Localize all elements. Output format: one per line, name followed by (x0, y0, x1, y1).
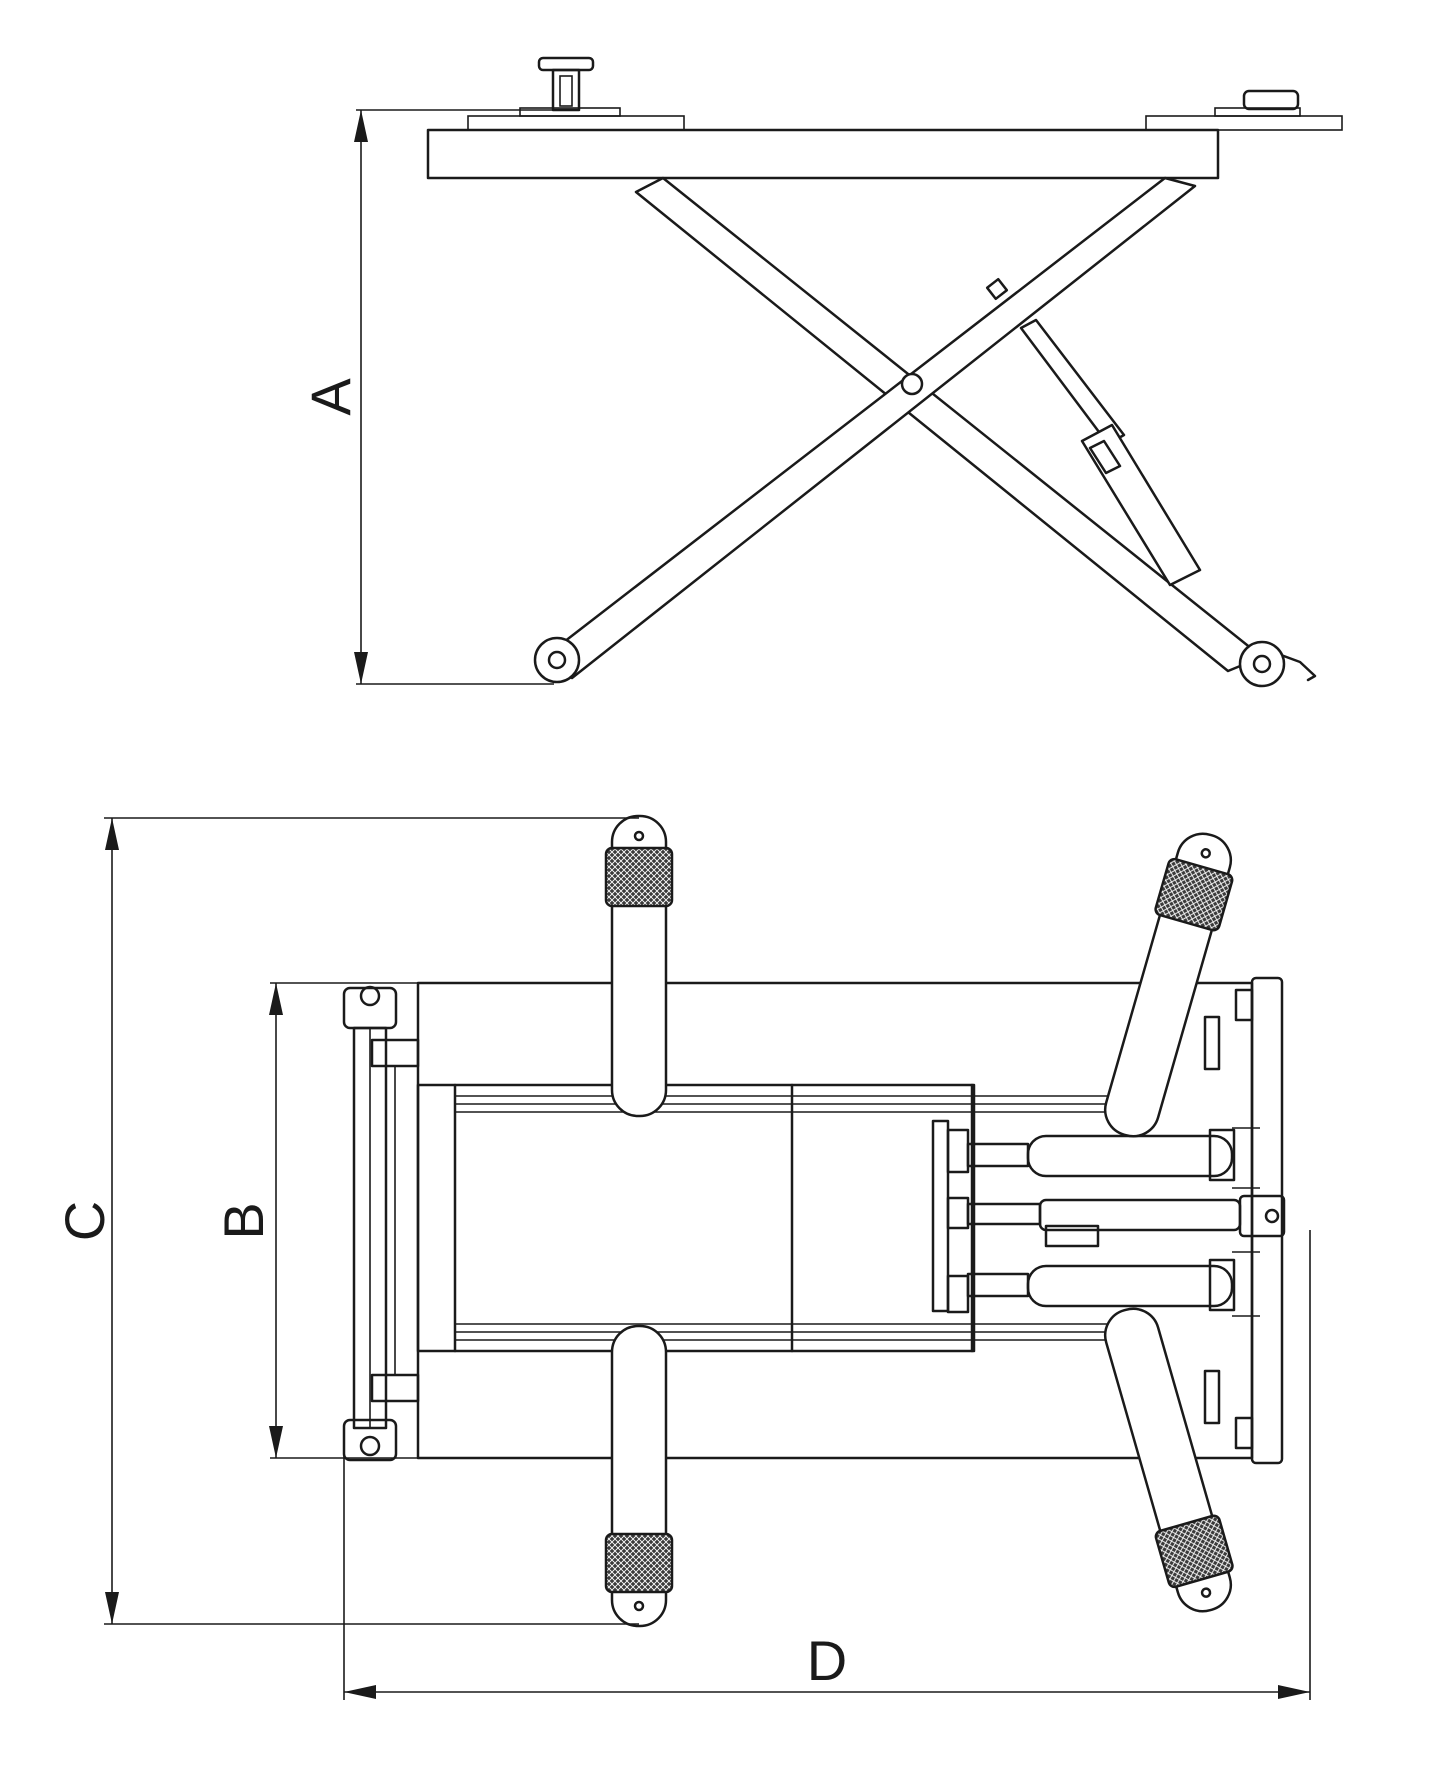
hydraulic-cylinder (1019, 318, 1202, 587)
top-view: B C D (53, 814, 1311, 1700)
right-lifting-pad (1145, 89, 1343, 131)
lift-platform (426, 128, 1220, 180)
left-end-roller-assembly (342, 985, 420, 1462)
side-view: A (299, 56, 1343, 688)
central-pivot-pin (900, 372, 924, 396)
right-roller (1238, 640, 1317, 688)
arm-bottom-left (604, 1324, 674, 1628)
arm-top-right (1103, 832, 1234, 1138)
hydraulic-cylinder-top (1026, 1134, 1234, 1178)
inner-platform (416, 1083, 976, 1353)
arm-bottom-right (1103, 1307, 1234, 1613)
dimension-c: C (53, 817, 639, 1625)
dimension-label-c: C (53, 1201, 116, 1241)
arm-top-left (604, 814, 674, 1118)
dimension-b: B (212, 982, 418, 1459)
left-lifting-pad (467, 56, 685, 131)
scissor-arm-rear (536, 176, 1197, 680)
dimension-d: D (343, 1230, 1311, 1700)
dimension-label-d: D (807, 1629, 847, 1692)
scissor-arm-front (634, 176, 1264, 673)
hydraulic-cylinder-bottom (1026, 1264, 1234, 1308)
dimension-label-a: A (299, 378, 362, 416)
arm-bracket (985, 277, 1009, 301)
right-end-cap (1203, 976, 1284, 1465)
dimension-a: A (299, 109, 554, 685)
rails (455, 1095, 1140, 1341)
dimension-label-b: B (212, 1202, 275, 1239)
left-roller (533, 636, 581, 684)
hydraulic-power-unit (931, 1119, 1286, 1317)
